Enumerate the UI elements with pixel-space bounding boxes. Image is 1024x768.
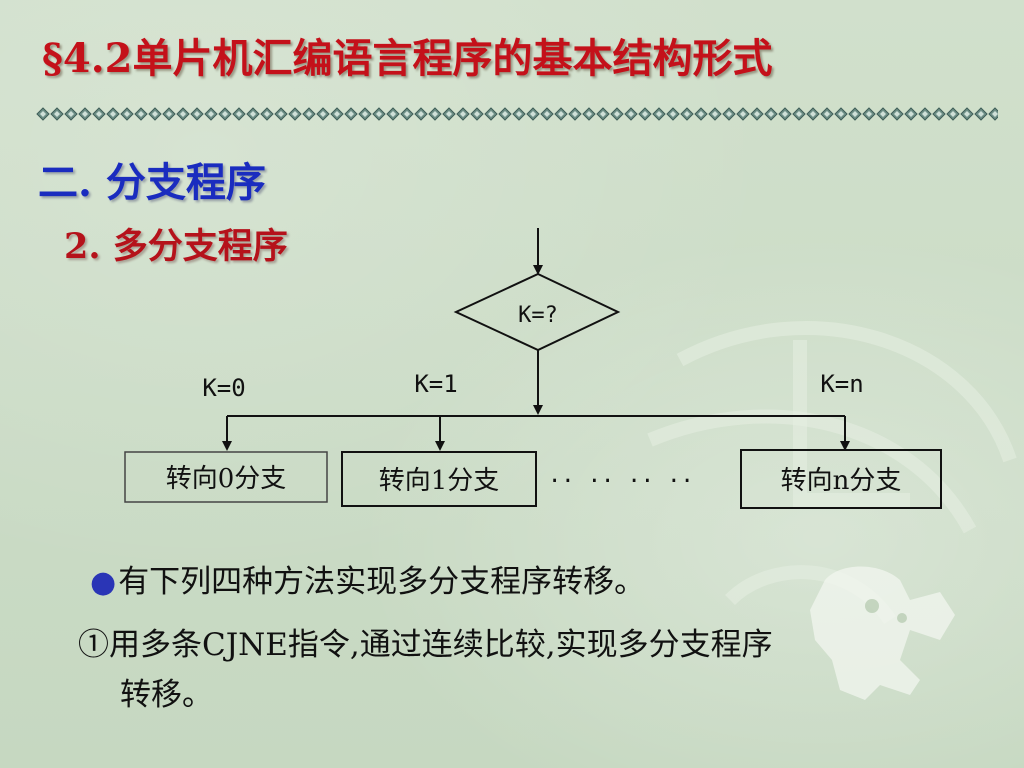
decision-label: K=?: [518, 303, 558, 328]
method-item-1: ①用多条CJNE指令,通过连续比较,实现多分支程序 转移。: [78, 620, 978, 720]
branch-box-0-label: 转向0分支: [166, 464, 287, 494]
branch-ellipsis: ·· ·· ·· ··: [548, 469, 694, 494]
branch-box-n-label: 转向n分支: [781, 466, 902, 496]
branch-label-k1: K=1: [414, 370, 457, 398]
item-1-line-2: 转移。: [120, 677, 213, 713]
background-ornament: [647, 321, 1017, 700]
bullet-text: 有下列四种方法实现多分支程序转移。: [118, 564, 646, 600]
branch-label-k0: K=0: [202, 374, 245, 402]
branch-box-0: [124, 451, 328, 503]
branch-box-1: [341, 451, 537, 507]
decorative-divider: [36, 106, 998, 122]
bullet-paragraph: ●有下列四种方法实现多分支程序转移。: [90, 556, 645, 601]
item-number-marker: ①: [78, 627, 109, 663]
slide-title: §4.2单片机汇编语言程序的基本结构形式: [42, 35, 773, 82]
subsection-heading: 2. 多分支程序: [64, 226, 288, 267]
branch-box-n: [740, 449, 942, 509]
item-1-line-1: 用多条CJNE指令,通过连续比较,实现多分支程序: [109, 627, 773, 663]
branch-label-kn: K=n: [820, 370, 863, 398]
section-heading: 二. 分支程序: [38, 159, 266, 206]
bullet-icon: ●: [90, 565, 117, 600]
branch-box-1-label: 转向1分支: [379, 466, 500, 496]
